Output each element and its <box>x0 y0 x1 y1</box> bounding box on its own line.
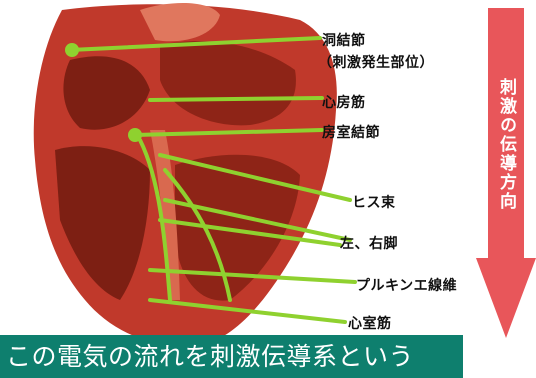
label-av-node: 房室結節 <box>322 122 380 142</box>
label-bundle-branches: 左、右脚 <box>340 233 398 253</box>
label-purkinje: プルキンエ線維 <box>356 275 457 295</box>
label-sa-node: 洞結節 <box>322 30 366 50</box>
label-ventricular-muscle: 心室筋 <box>348 313 392 333</box>
sa-node-dot <box>65 43 79 57</box>
caption-banner: この電気の流れを刺激伝導系という <box>0 335 463 378</box>
av-node-dot <box>128 128 142 142</box>
atrial-line <box>150 98 322 100</box>
label-atrial-muscle: 心房筋 <box>322 92 366 112</box>
label-his-bundle: ヒス束 <box>352 192 396 212</box>
arrow-label: 刺激の伝導方向 <box>493 78 519 211</box>
label-sa-node-sub: （刺激発生部位） <box>318 52 434 72</box>
